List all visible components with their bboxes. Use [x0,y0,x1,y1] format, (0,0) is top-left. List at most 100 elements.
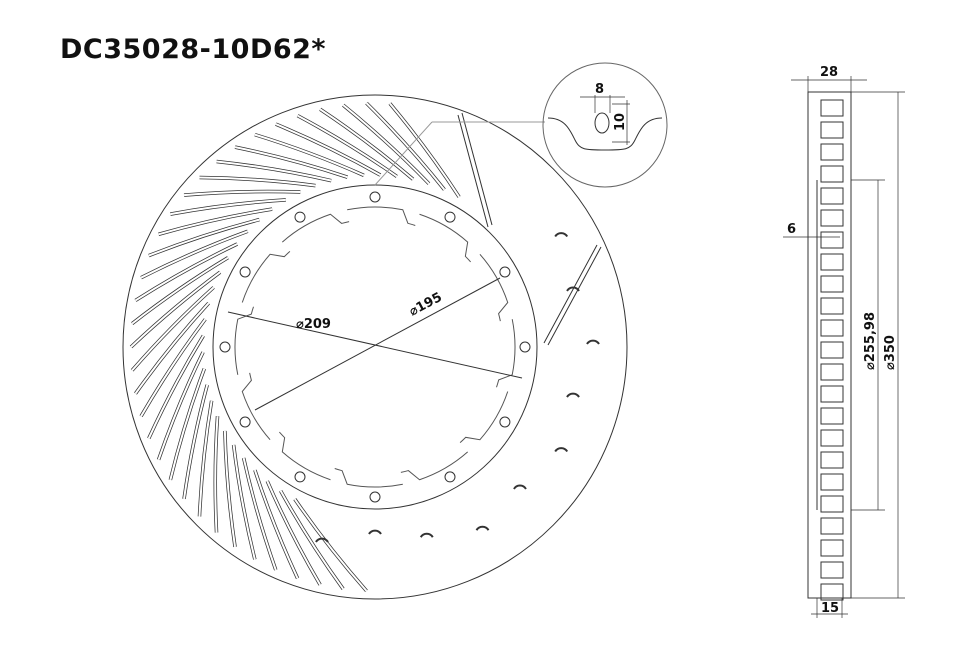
slot-inner [214,416,219,533]
disc-front-view: ⌀209 ⌀195 [122,94,628,600]
slot-inner [319,108,414,181]
ring-scallop [279,431,331,481]
bolt-hole [219,341,231,353]
slot-inner [365,102,446,191]
diameter-209-label: ⌀209 [296,317,331,332]
vane [820,473,844,491]
slot-inner [294,498,368,592]
slot-inner [157,351,204,460]
vane [820,121,844,139]
part-number-title: DC35028-10D62* [60,34,327,65]
vane [820,561,844,579]
vane [820,253,844,271]
drill-mark [566,392,580,398]
disc-side-view: 28 6 15 ⌀255,98 ⌀350 [783,65,905,618]
vane [820,341,844,359]
slot-inner [199,176,316,187]
bolt-hole [499,266,511,278]
vane [820,363,844,381]
slot-height-label: 10 [613,113,628,131]
outer-diameter-label: ⌀350 [883,335,898,370]
bolt-hole [239,266,251,278]
vane-offset-label: 6 [787,222,796,237]
drill-mark [513,484,527,490]
slot-inner [253,469,299,579]
slot-inner [183,384,209,500]
outer-edge [122,94,628,600]
vane [820,495,844,513]
thickness-label: 28 [820,65,838,80]
vane [820,517,844,535]
vane [820,231,844,249]
slot-inner [147,335,205,439]
slot-width-label: 8 [595,82,604,97]
ring-scallop [419,213,471,263]
bolt-hole [369,491,381,503]
slot-inner [254,133,365,177]
drill-mark [315,537,329,543]
vane [820,297,844,315]
vane [820,187,844,205]
ring-scallop [496,319,516,388]
ring-scallop [241,251,291,303]
slot-inner [297,114,398,178]
ring-scallop [400,451,469,481]
bolt-hole [444,471,456,483]
bolt-hole [294,471,306,483]
inner-edge [212,184,538,510]
ring-scallop [281,213,350,243]
bolt-hole [499,416,511,428]
vane [820,209,844,227]
mounting-ring [219,191,531,503]
slot-inner [130,271,221,348]
rotation-arrow-2 [543,244,602,346]
vane [820,99,844,117]
bolt-hole [519,341,531,353]
vane [820,583,844,601]
slot-inner [158,208,273,236]
slot-inner [140,230,249,279]
diameter-195-label: ⌀195 [407,290,445,320]
slot-detail-view: 8 10 [542,62,668,188]
ring-scallop [459,391,509,443]
hat-width-label: 15 [821,601,839,616]
vane [820,143,844,161]
slot-inner [232,444,256,560]
bolt-hole [369,191,381,203]
drill-mark [419,532,434,538]
slot-inner [131,256,229,325]
friction-diameter-label: ⌀255,98 [863,312,878,370]
slot-inner [131,286,215,372]
detail-leader [374,121,433,186]
ring-scallop [241,372,271,441]
slot-inner [148,218,260,257]
ring-scallop [334,468,403,488]
drill-mark [554,447,569,453]
slot-inner [389,102,460,198]
vane [820,275,844,293]
slot-inner [223,430,237,548]
drill-mark [554,232,569,238]
slot-inner [275,123,381,176]
slot-inner [279,490,344,590]
slot-inner [242,457,277,571]
ring-scallop [234,306,254,375]
drill-mark [566,286,580,292]
vane [820,385,844,403]
side-vanes [820,99,844,601]
vane [820,451,844,469]
slot-inner [134,302,210,395]
drill-mark [586,339,600,345]
slot-inner [216,160,332,182]
bolt-hole [444,211,456,223]
slot-inner [342,104,430,185]
drill-marks [315,232,600,543]
vane [820,539,844,557]
slot-inner [183,190,301,197]
slot-inner [170,198,286,216]
vane [820,429,844,447]
diameter-195-line [254,277,501,411]
slot-inner [234,146,348,179]
vane [820,165,844,183]
